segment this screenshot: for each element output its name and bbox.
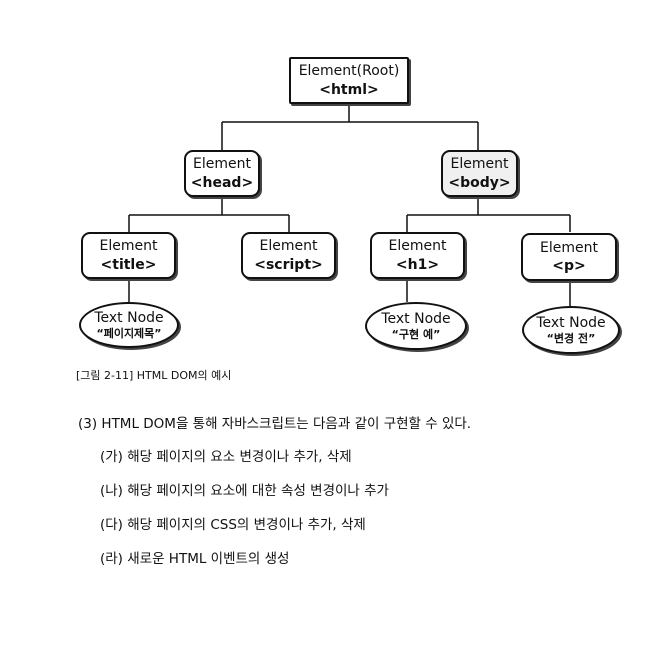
node-label: Element — [388, 238, 447, 255]
node-tag: <p> — [552, 258, 586, 274]
text-node-label: Text Node — [536, 314, 606, 331]
node-tag: <title> — [100, 256, 157, 273]
node-label: Element — [450, 156, 509, 173]
list-item: (라) 새로운 HTML 이벤트의 생성 — [100, 551, 290, 567]
node-html-root: Element(Root) <html> — [289, 57, 409, 104]
node-tag: <head> — [190, 174, 254, 191]
node-tag: <html> — [319, 81, 379, 98]
node-body: Element <body> — [441, 150, 518, 197]
text-node-value: “페이지제목” — [96, 326, 162, 340]
text-node-h1: Text Node “구현 예” — [365, 302, 467, 350]
node-label: Element — [259, 238, 318, 255]
figure-caption: [그림 2-11] HTML DOM의 예시 — [76, 369, 232, 382]
list-item: (나) 해당 페이지의 요소에 대한 속성 변경이나 추가 — [100, 483, 389, 499]
node-p: Element <p> — [521, 233, 617, 281]
implementation-list: (가) 해당 페이지의 요소 변경이나 추가, 삭제 (나) 해당 페이지의 요… — [100, 445, 389, 581]
text-node-title: Text Node “페이지제목” — [79, 302, 179, 348]
node-label: Element — [99, 238, 158, 255]
text-node-value: “구현 예” — [391, 327, 441, 341]
text-node-p: Text Node “변경 전” — [522, 306, 620, 354]
tree-connectors — [128, 104, 571, 306]
node-title: Element <title> — [81, 232, 176, 279]
node-tag: <script> — [254, 256, 323, 273]
node-head: Element <head> — [184, 150, 260, 197]
node-h1: Element <h1> — [370, 232, 465, 279]
node-tag: <body> — [448, 174, 511, 191]
text-node-label: Text Node — [381, 310, 451, 327]
node-label: Element — [193, 156, 251, 173]
node-script: Element <script> — [241, 232, 336, 279]
node-tag: <h1> — [395, 256, 440, 273]
connector-head — [129, 197, 289, 216]
node-label: Element — [540, 239, 598, 256]
list-item: (가) 해당 페이지의 요소 변경이나 추가, 삭제 — [100, 449, 352, 465]
list-item: (다) 해당 페이지의 CSS의 변경이나 추가, 삭제 — [100, 517, 366, 533]
node-label: Element(Root) — [298, 63, 400, 80]
connector-body — [407, 197, 570, 216]
text-node-value: “변경 전” — [546, 331, 596, 345]
text-node-label: Text Node — [94, 309, 164, 326]
section-paragraph: (3) HTML DOM을 통해 자바스크립트는 다음과 같이 구현할 수 있다… — [78, 416, 472, 432]
